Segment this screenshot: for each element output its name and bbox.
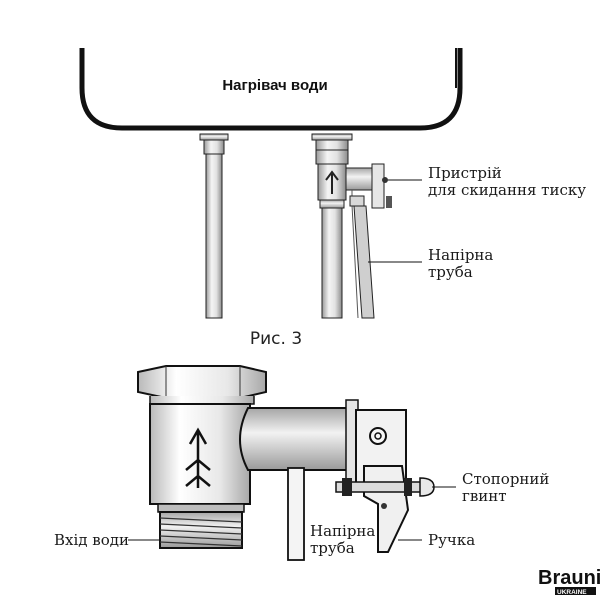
detail-pipe-label-line1: Напірна [310, 522, 375, 540]
detail-pipe-label-line2: труба [310, 539, 355, 557]
heater-figure: Нагрівач води [79, 48, 586, 349]
heater-label: Нагрівач води [222, 77, 327, 94]
device-label-line2: для скидання тиску [428, 181, 586, 199]
pipe-label-line2: труба [428, 263, 473, 281]
pipe-label-line1: Напірна [428, 246, 493, 264]
hot-water-outlet [199, 133, 229, 319]
screw-label-line2: гвинт [462, 487, 507, 505]
valve-detail-figure: Стопорний гвинт Вхід води Напірна труба … [54, 365, 549, 561]
figure-caption: Рис. 3 [250, 329, 302, 349]
flow-direction-arrow-icon [185, 427, 211, 488]
valve-body [149, 403, 251, 505]
flow-arrow-icon [325, 170, 339, 194]
valve-drain-pipe [287, 467, 305, 561]
inlet-label: Вхід води [54, 531, 129, 549]
heater-tank-outline [79, 48, 463, 131]
valve-threaded-inlet [157, 503, 245, 549]
valve-hex-nut [137, 365, 267, 405]
locking-screw [335, 477, 435, 497]
handle-label: Ручка [428, 531, 475, 549]
brand-name: Brauni [538, 567, 600, 589]
device-label-line1: Пристрій [428, 164, 502, 182]
cold-water-inlet [311, 133, 392, 319]
brand-sub: UKRAINE [557, 589, 587, 596]
brauni-logo: Brauni UKRAINE [538, 567, 600, 596]
release-screw-head [369, 427, 387, 445]
screw-label-line1: Стопорний [462, 470, 549, 488]
